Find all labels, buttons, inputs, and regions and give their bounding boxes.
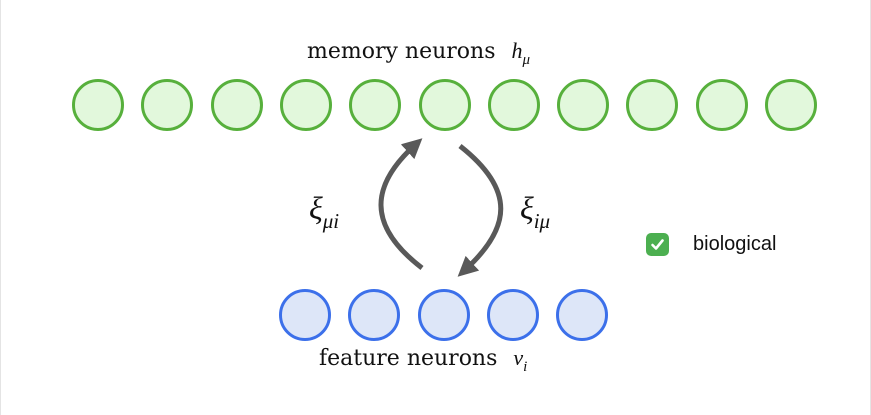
- feature-symbol-subscript: i: [523, 359, 528, 375]
- weight-up-subscript: μi: [322, 209, 340, 233]
- weight-up-symbol: ξ: [309, 190, 323, 226]
- feature-neuron: [348, 289, 401, 341]
- weight-down-symbol: ξ: [520, 190, 534, 226]
- biological-label: biological: [693, 232, 777, 255]
- memory-neuron: [557, 79, 610, 131]
- memory-neuron: [418, 79, 471, 131]
- feature-neuron: [279, 289, 331, 341]
- feature-neuron: [556, 289, 609, 341]
- memory-neuron: [626, 79, 679, 131]
- memory-neuron: [279, 79, 332, 131]
- biological-badge: biological: [646, 231, 776, 257]
- check-box-icon: [646, 232, 669, 256]
- feature-neurons-label: feature neurons vi: [319, 345, 527, 376]
- feature-to-memory-arrow: [378, 138, 424, 270]
- memory-neuron: [72, 79, 124, 131]
- feature-symbol: v: [513, 345, 524, 370]
- weight-feature-memory-label: ξiμ: [520, 190, 550, 234]
- memory-symbol: h: [511, 38, 523, 63]
- weight-memory-feature-label: ξμi: [309, 190, 339, 234]
- feature-neuron: [417, 289, 470, 341]
- memory-neuron: [349, 79, 402, 131]
- memory-to-feature-arrow: [457, 144, 504, 277]
- feature-neuron: [486, 289, 539, 341]
- memory-neuron: [141, 79, 194, 131]
- memory-neuron: [765, 79, 817, 131]
- weight-down-subscript: iμ: [533, 209, 551, 233]
- memory-neurons-label: memory neurons hμ: [307, 38, 530, 69]
- memory-symbol-subscript: μ: [522, 52, 531, 68]
- memory-neuron: [210, 79, 263, 131]
- memory-neuron: [487, 79, 540, 131]
- memory-neurons-text: memory neurons: [307, 39, 496, 64]
- feature-neurons-text: feature neurons: [319, 346, 498, 371]
- memory-neuron: [695, 79, 748, 131]
